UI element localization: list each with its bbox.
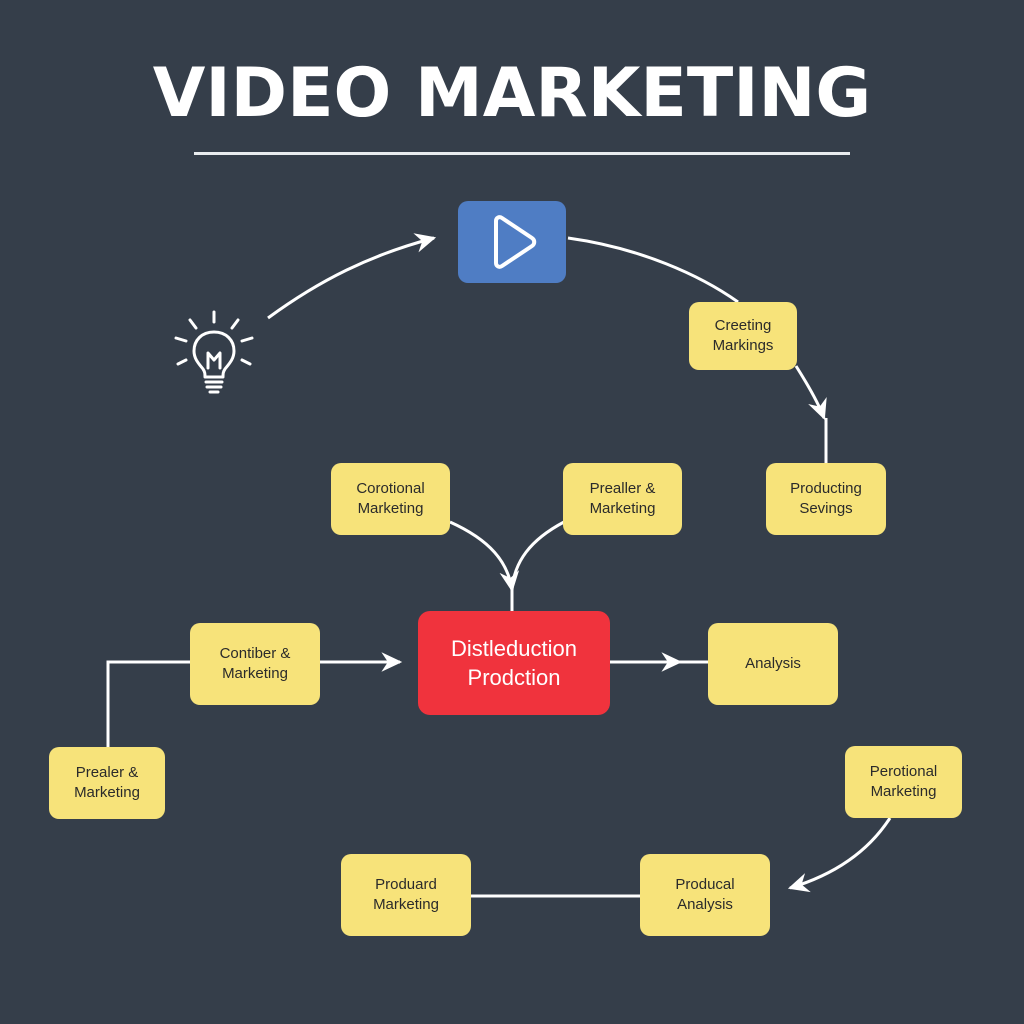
node-analysis: Analysis: [708, 623, 838, 705]
connector-video-to-creating: [567, 236, 739, 304]
title-divider: [194, 152, 850, 155]
node-producting-sevings: Producting Sevings: [766, 463, 886, 535]
node-creating-markings: Creeting Markings: [689, 302, 797, 370]
node-center-distleduction-prodction: Distleduction Prodction: [418, 611, 610, 715]
node-corotional-marketing: Corotional Marketing: [331, 463, 450, 535]
lightbulb-icon: [174, 310, 254, 394]
connector-prealler-to-center: [510, 520, 565, 591]
node-producal-analysis: Producal Analysis: [640, 854, 770, 936]
node-prealer-marketing: Prealer & Marketing: [49, 747, 165, 819]
connector-idea-to-video: [267, 233, 437, 320]
node-prealler-marketing: Prealler & Marketing: [563, 463, 682, 535]
page-title: VIDEO MARKETING: [152, 54, 872, 133]
connector-corotional-to-center: [449, 520, 520, 593]
connector-perotional-to-producal: [787, 817, 892, 893]
connector-prealer-elbow: [106, 660, 190, 747]
connector-creating-to-producting: [794, 365, 827, 421]
node-produard-marketing: Produard Marketing: [341, 854, 471, 936]
play-icon: [494, 215, 537, 269]
node-perotional-marketing: Perotional Marketing: [845, 746, 962, 818]
node-contiber-marketing: Contiber & Marketing: [190, 623, 320, 705]
video-play-button: [458, 201, 566, 283]
